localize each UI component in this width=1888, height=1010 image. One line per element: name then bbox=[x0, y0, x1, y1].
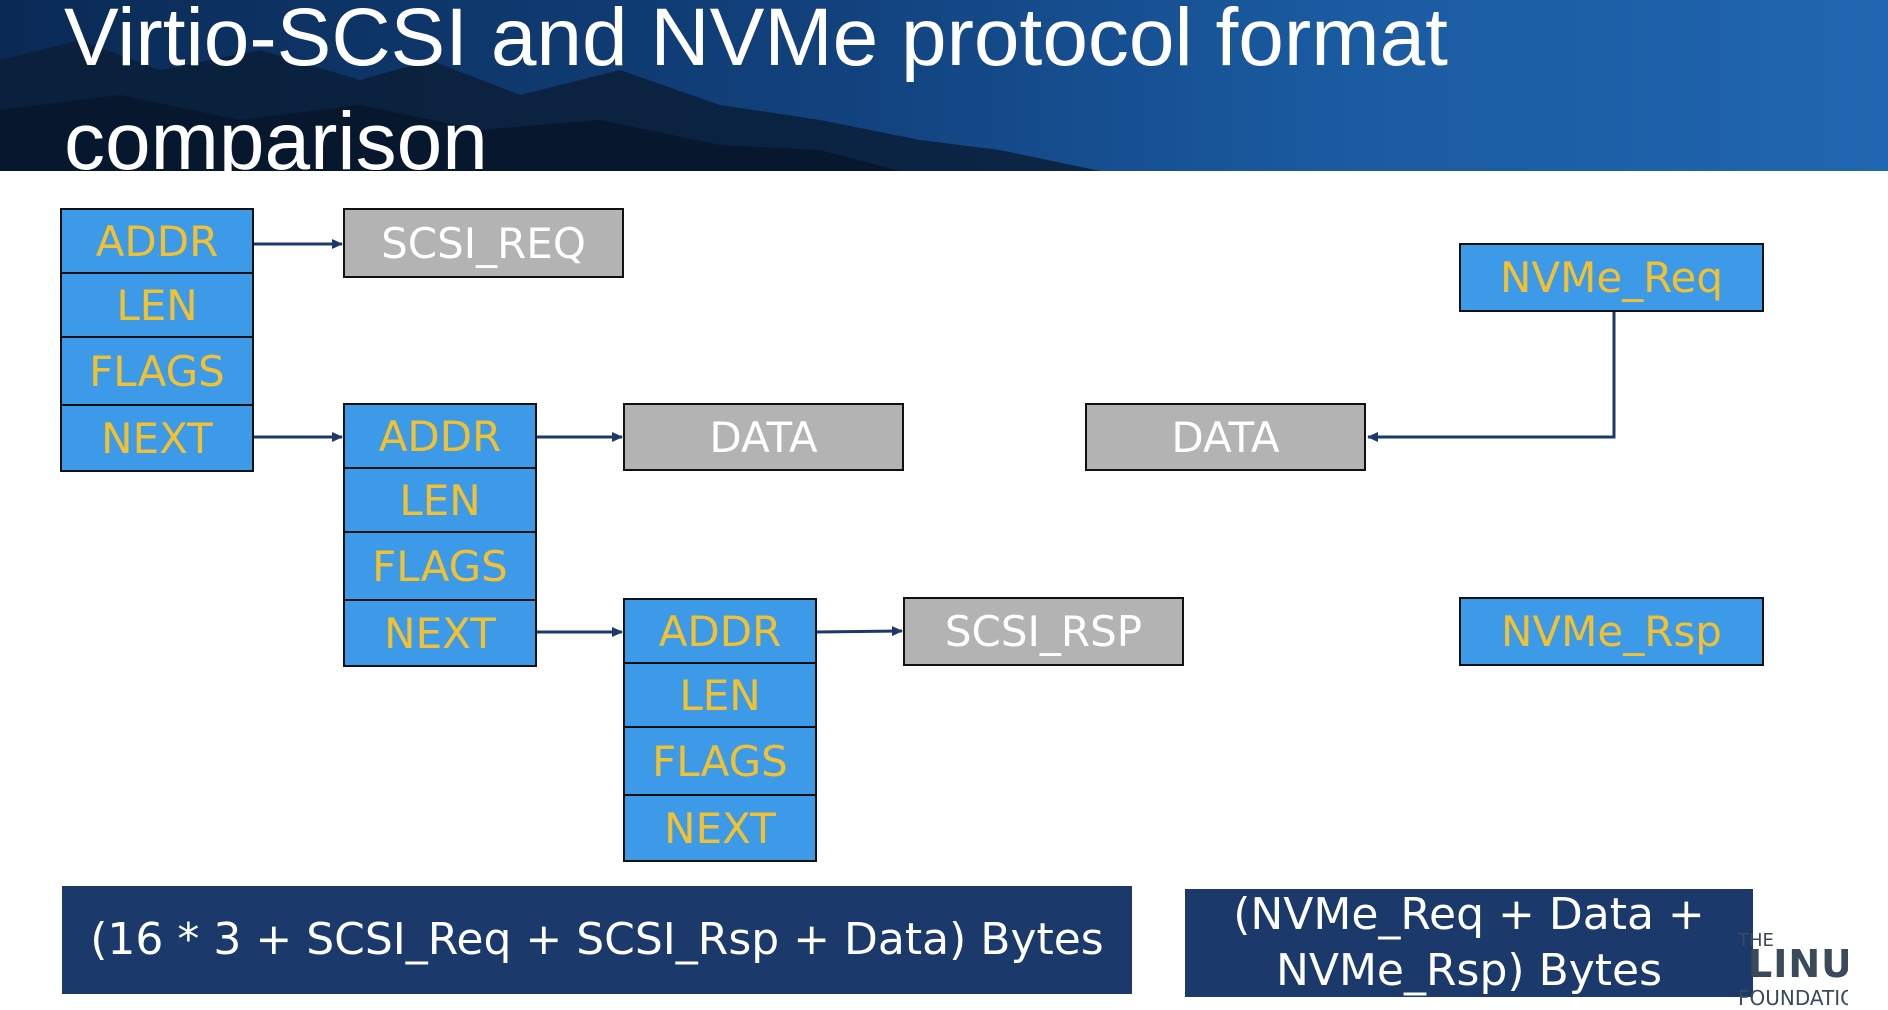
nvme-summary-line2: NVMe_Rsp) Bytes bbox=[1275, 945, 1663, 996]
desc2-flags: FLAGS bbox=[343, 531, 537, 601]
desc1-flags: FLAGS bbox=[60, 336, 254, 406]
desc3-flags: FLAGS bbox=[623, 726, 817, 796]
desc3-next: NEXT bbox=[623, 794, 817, 862]
desc3-len: LEN bbox=[623, 662, 817, 728]
arrow-nvme-req-to-data bbox=[1367, 312, 1616, 442]
desc2-next: NEXT bbox=[343, 599, 537, 667]
mountain-backdrop bbox=[0, 40, 1100, 171]
desc2-len: LEN bbox=[343, 467, 537, 533]
slide-title: Virtio-SCSI and NVMe protocol format com… bbox=[64, 0, 1448, 171]
scsi-req-block: SCSI_REQ bbox=[343, 208, 624, 278]
linux-foundation-logo: THE LINUX FOUNDATION bbox=[1738, 930, 1848, 1010]
arrow-addr3-to-scsi-rsp bbox=[815, 626, 903, 637]
desc1-addr: ADDR bbox=[60, 208, 254, 274]
nvme-data-block: DATA bbox=[1085, 403, 1366, 471]
logo-foundation: FOUNDATION bbox=[1738, 986, 1848, 1010]
logo-the: THE bbox=[1738, 930, 1774, 951]
desc1-len: LEN bbox=[60, 272, 254, 338]
nvme-req-block: NVMe_Req bbox=[1459, 243, 1764, 312]
logo-linux: LINUX bbox=[1748, 942, 1848, 986]
nvme-size-summary: (NVMe_Req + Data + NVMe_Rsp) Bytes bbox=[1185, 889, 1753, 997]
nvme-summary-line1: (NVMe_Req + Data + bbox=[1233, 889, 1705, 940]
desc1-next: NEXT bbox=[60, 404, 254, 472]
desc3-addr: ADDR bbox=[623, 598, 817, 664]
virtio-data-block: DATA bbox=[623, 403, 904, 471]
nvme-rsp-block: NVMe_Rsp bbox=[1459, 597, 1764, 666]
scsi-rsp-block: SCSI_RSP bbox=[903, 597, 1184, 666]
header-banner: Virtio-SCSI and NVMe protocol format com… bbox=[0, 0, 1888, 171]
virtio-size-summary: (16 * 3 + SCSI_Req + SCSI_Rsp + Data) By… bbox=[62, 886, 1132, 994]
desc2-addr: ADDR bbox=[343, 403, 537, 469]
